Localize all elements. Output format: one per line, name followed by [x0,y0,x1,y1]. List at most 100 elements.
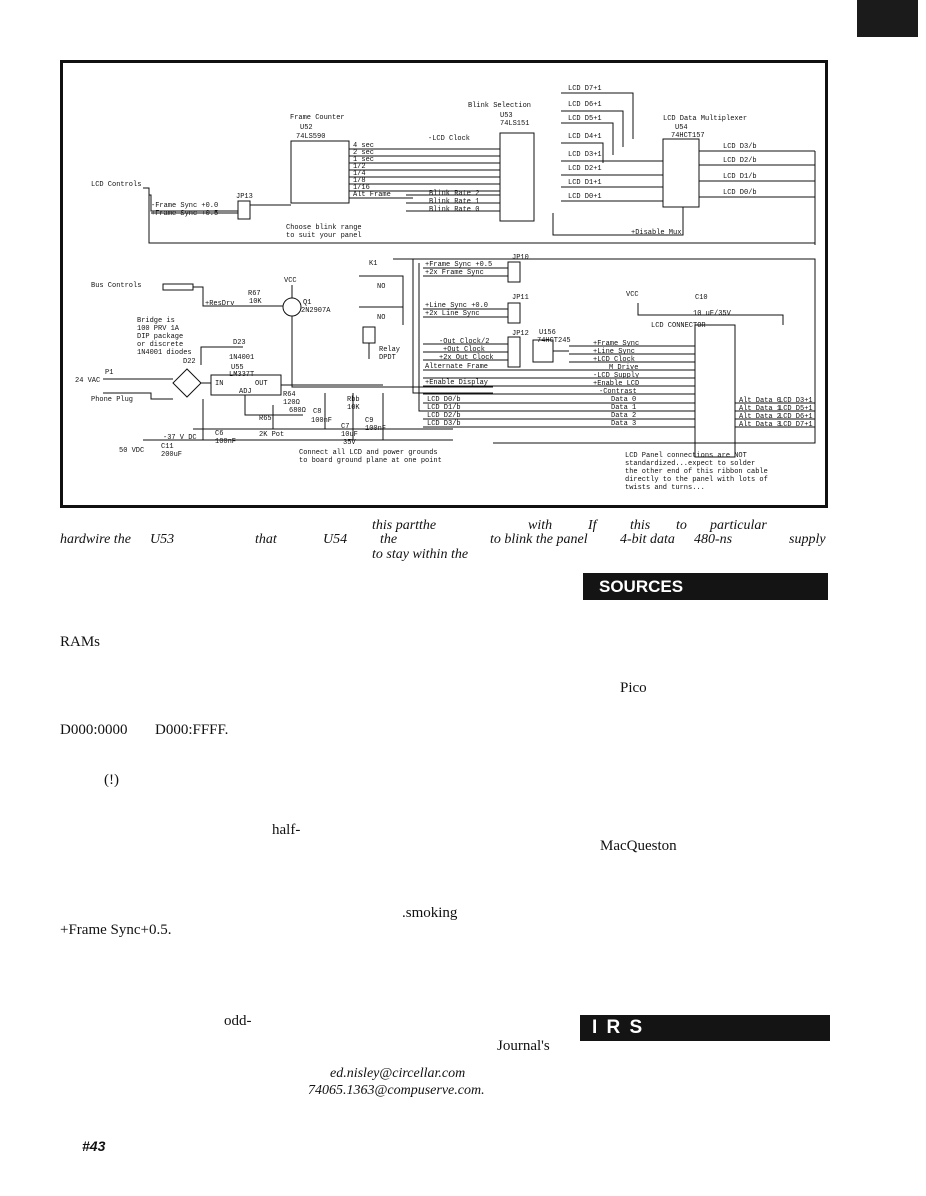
q1-part: 2N2907A [301,307,331,315]
enable-display-label: +Enable Display [425,379,489,387]
u54-part: 74HCT157 [671,132,705,140]
r64-value: 120Ω [283,399,300,407]
c11-label: C11 [161,443,174,451]
phone-plug-label: Phone Plug [91,396,134,404]
to-suit-note: to suit your panel [286,232,362,240]
c8-value: 100nF [311,417,333,425]
caption-word-17: to stay within the [372,547,469,562]
irs-heading-bar: I R S [580,1015,830,1041]
c6-value: 100nF [215,438,237,446]
vdc-50-label: 50 VDC [119,447,145,455]
caption-word-5: this [630,518,651,533]
mux-input-4: LCD D3+1 [568,151,602,159]
body-exclamation: (!) [104,772,119,788]
body-addr-end: D000:FFFF. [155,722,229,738]
lcd-data-line-3: LCD D3/b [427,420,461,428]
choose-blink-note: Choose blink range [286,224,362,232]
u55-label: U55 [231,364,244,372]
lcd-data-line-1: LCD D1/b [427,404,461,412]
bridge-note-3: DIP package [137,333,184,341]
body-macqueston: MacQueston [600,838,677,854]
jumper-signal-0: +Frame Sync +0.5 [425,261,493,269]
r67-value: 10K [249,298,262,306]
caption-word-8: hardwire the [60,532,131,547]
q1-transistor [283,298,301,316]
bus-controls-connector-shape [163,284,193,290]
sources-heading: SOURCES [599,577,684,596]
counter-output-7: Alt Frame [353,191,391,199]
bridge-note-4: or discrete [137,341,184,349]
body-odd: odd- [224,1013,252,1029]
no-contact-2: NO [377,314,386,322]
connector-signal-4: -LCD Supply [593,372,640,380]
counter-output-4: 1/4 [353,170,366,178]
counter-output-0: 4 sec [353,142,375,150]
body-pico: Pico [620,680,647,696]
jumper-signal-4: -Out Clock/2 [439,338,490,346]
lcd-data-line-0: LCD D0/b [427,396,461,404]
counter-output-5: 1/8 [353,177,366,185]
lcd-data-line-2: LCD D2/b [427,412,461,420]
mux-output-0: LCD D3/b [723,143,757,151]
c7-voltage: 35V [343,439,356,447]
u53-chip [500,133,534,221]
caption-word-13: to blink the panel [490,532,588,547]
no-contact-1: NO [377,283,386,291]
panel-note-3: the other end of this ribbon cable [625,468,768,476]
r65-value: 680Ω [289,407,306,415]
mux-input-7: LCD D0+1 [568,193,602,201]
resdrv-label: +ResDrv [205,300,235,308]
lcd-clock-label: -LCD Clock [428,135,471,143]
mux-output-1: LCD D2/b [723,157,757,165]
body-email-2[interactable]: 74065.1363@compuserve.com. [308,1083,485,1098]
d22-label: D22 [183,358,196,366]
d23-label: D23 [233,339,246,347]
panel-note-4: directly to the panel with lots of [625,476,768,484]
mux-output-3: LCD D0/b [723,189,757,197]
u52-chip [291,141,349,203]
blink-rate-1-label: Blink Rate 1 [429,198,480,206]
caption-word-2: the [419,518,437,533]
c10-label: C10 [695,294,708,302]
corner-tab-marker [857,0,918,37]
body-addr-start: D000:0000 [60,722,128,738]
bus-controls-label: Bus Controls [91,282,142,290]
u55-adj-pin: ADJ [239,388,252,396]
lcd-data-mux-label: LCD Data Multiplexer [663,115,748,123]
lcd-connector-shape [695,325,735,457]
caption-word-9: U53 [150,532,175,547]
mux-input-1: LCD D6+1 [568,101,602,109]
caption-word-1: this part [372,518,420,533]
connector-signal-1: +Line Sync [593,348,636,356]
connector-signal-7: Data 0 [611,396,637,404]
jp12-label: JP12 [512,330,529,338]
alt-data-0: Alt Data 0 [739,397,782,405]
q1-label: Q1 [303,299,312,307]
alt-lcd-0: LCD D3+1 [779,397,813,405]
r65-label: R65 [259,415,272,423]
c6-label: C6 [215,430,224,438]
mux-input-0: LCD D7+1 [568,85,602,93]
body-smoking: .smoking [402,905,458,921]
sources-heading-bar: SOURCES [583,573,828,600]
body-journals: Journal's [497,1038,550,1054]
vcc-connector-label: VCC [626,291,639,299]
body-half: half- [272,822,301,838]
rbb-label: Rbb [347,396,360,404]
vcc-q1-label: VCC [284,277,297,285]
r64-label: R64 [283,391,296,399]
relay-coil [363,327,375,343]
caption-word-11: U54 [323,532,348,547]
jp10-label: JP10 [512,254,529,262]
body-email-1[interactable]: ed.nisley@circellar.com [330,1066,466,1081]
lcd-connector-label: LCD CONNECTOR [651,322,706,330]
bridge-note-5: 1N4001 diodes [137,349,192,357]
blink-selection-label: Blink Selection [468,102,532,110]
schematic-figure: Frame Counter U52 74LS590 Blink Selectio… [60,60,828,508]
c7-label: C7 [341,423,350,431]
c7-value: 10uF [341,431,358,439]
jumper-signal-6: +2x Out Clock [439,354,494,362]
u156-part: 74HCT245 [537,337,571,345]
vac-label: 24 VAC [75,377,101,385]
connector-signal-5: +Enable LCD [593,380,640,388]
